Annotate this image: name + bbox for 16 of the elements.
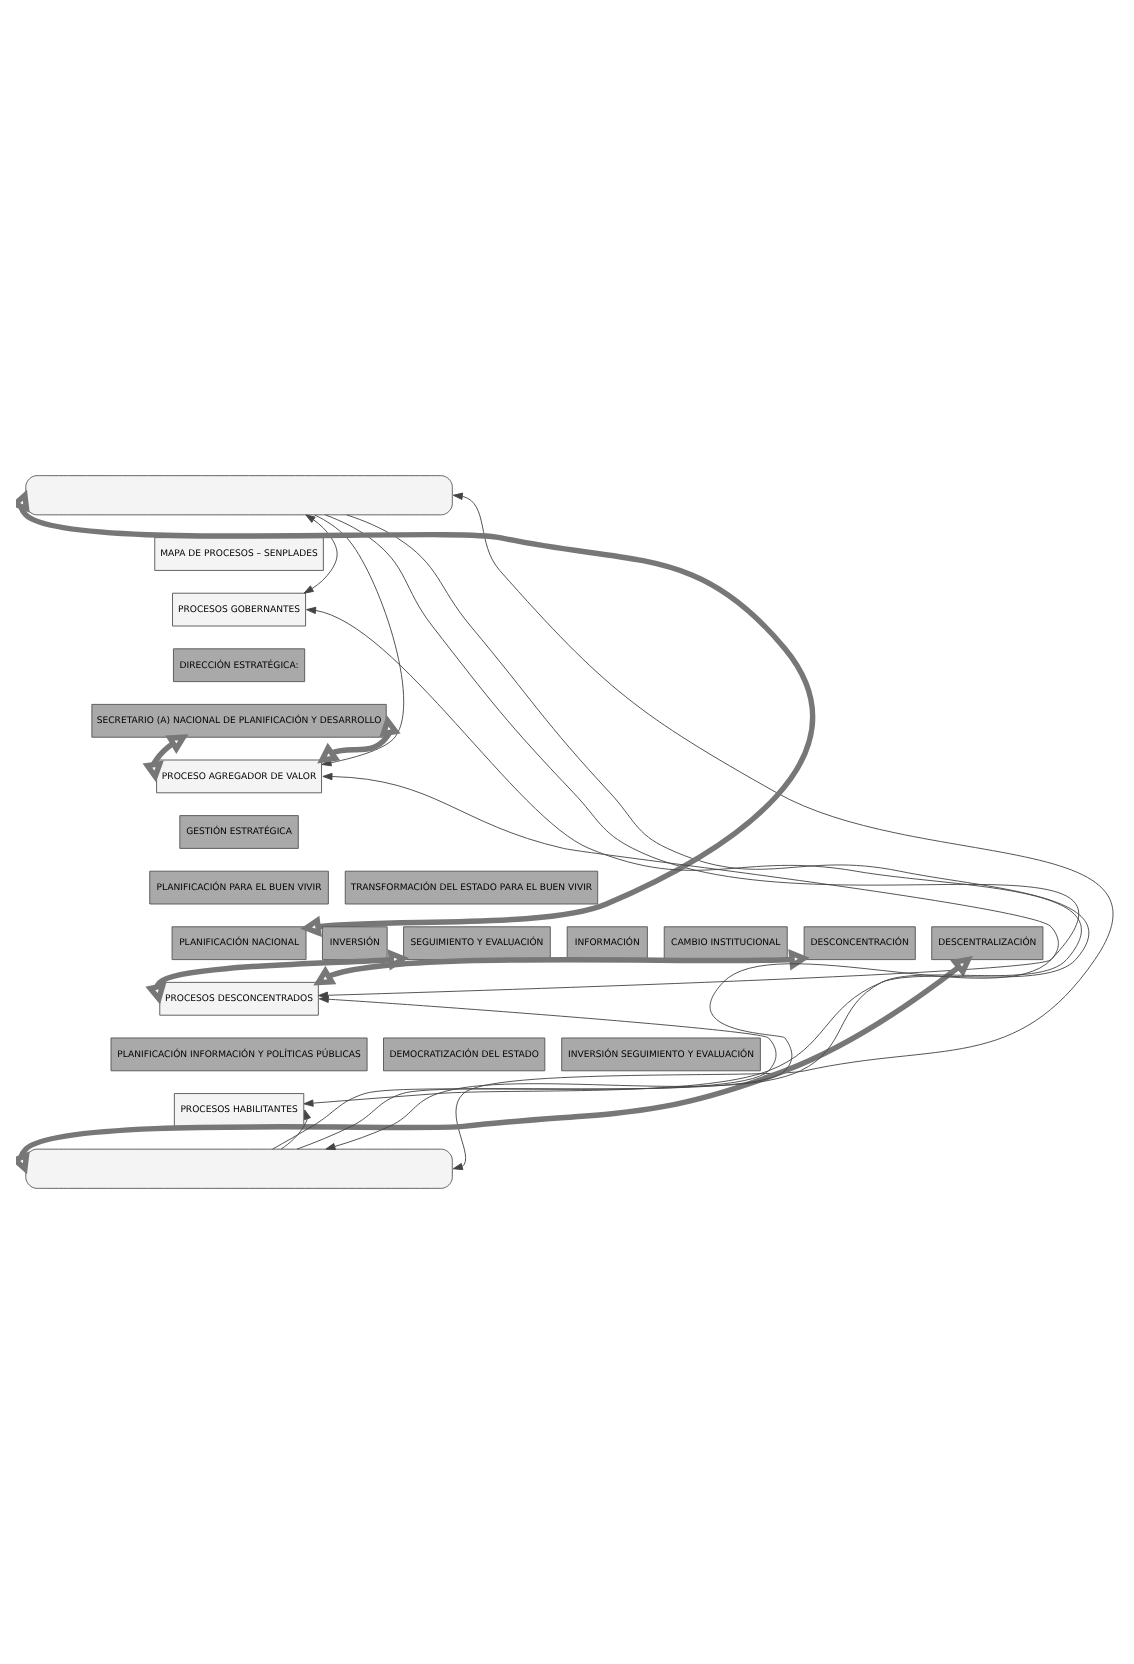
arrow [317, 715, 401, 764]
arrow [272, 995, 777, 1150]
arrow [142, 734, 189, 783]
arrow [280, 1109, 311, 1150]
node-box [25, 475, 453, 516]
arrow [306, 606, 1082, 1151]
arrow [16, 489, 815, 937]
arrow [296, 772, 1059, 1150]
arrow [314, 514, 405, 767]
arrow [452, 492, 1113, 1171]
arrow [303, 514, 338, 594]
node-box [25, 1148, 453, 1189]
arrow [303, 514, 1090, 1107]
arrow [145, 949, 409, 1005]
arrow [16, 956, 973, 1175]
arrow [313, 949, 810, 986]
